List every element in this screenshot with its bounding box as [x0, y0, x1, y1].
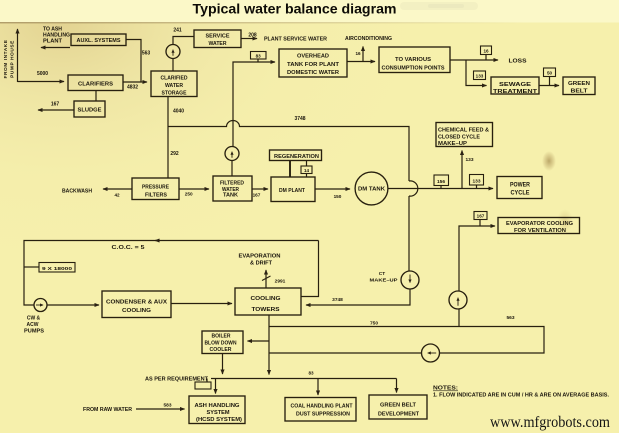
- svg-text:OVERHEAD: OVERHEAD: [297, 54, 329, 60]
- svg-text:FROM INTAKE: FROM INTAKE: [3, 39, 9, 78]
- svg-text:SEWAGE: SEWAGE: [499, 82, 532, 88]
- svg-text:3748: 3748: [332, 297, 343, 303]
- svg-text:BELT: BELT: [571, 89, 589, 95]
- svg-text:2991: 2991: [275, 279, 286, 285]
- svg-text:FILTERED: FILTERED: [220, 180, 244, 186]
- svg-text:REGENERATION: REGENERATION: [274, 154, 319, 160]
- svg-text:TO ASH: TO ASH: [43, 27, 62, 33]
- svg-text:COOLING: COOLING: [122, 308, 151, 314]
- svg-text:133: 133: [465, 157, 473, 163]
- svg-text:BOILER: BOILER: [212, 334, 231, 340]
- svg-text:208: 208: [248, 33, 257, 39]
- svg-text:PUMPS: PUMPS: [24, 329, 45, 335]
- svg-text:HANDLING: HANDLING: [43, 33, 70, 39]
- svg-text:9 X 18000: 9 X 18000: [42, 266, 73, 271]
- svg-text:BLOW DOWN: BLOW DOWN: [205, 341, 237, 347]
- svg-text:5000: 5000: [37, 71, 48, 77]
- svg-text:WATER: WATER: [165, 83, 183, 89]
- svg-text:ASH HANDLING: ASH HANDLING: [195, 403, 240, 409]
- svg-text:50: 50: [547, 71, 553, 76]
- svg-text:AIRCONDITIONING: AIRCONDITIONING: [345, 36, 392, 42]
- svg-text:SERVICE: SERVICE: [206, 34, 230, 40]
- svg-text:150: 150: [334, 194, 342, 199]
- svg-text:AUXL. SYSTEMS: AUXL. SYSTEMS: [77, 38, 121, 44]
- svg-text:AS PER REQUIREMENT: AS PER REQUIREMENT: [145, 377, 209, 383]
- svg-text:TANK FOR PLANT: TANK FOR PLANT: [287, 62, 340, 68]
- svg-text:TANK: TANK: [223, 193, 238, 199]
- svg-text:WATER: WATER: [209, 41, 227, 47]
- svg-text:CONDENSER & AUX: CONDENSER & AUX: [106, 300, 167, 306]
- svg-text:241: 241: [173, 28, 182, 34]
- svg-text:TOWERS: TOWERS: [252, 307, 280, 313]
- svg-text:TO VARIOUS: TO VARIOUS: [395, 57, 431, 63]
- svg-text:167: 167: [51, 102, 60, 108]
- svg-text:COAL HANDLING PLANT: COAL HANDLING PLANT: [291, 404, 354, 410]
- svg-text:DEVELOPMENT: DEVELOPMENT: [378, 411, 420, 417]
- svg-text:16: 16: [355, 51, 361, 56]
- svg-text:BACKWASH: BACKWASH: [62, 189, 92, 195]
- svg-text:EVAPORATOR COOLING: EVAPORATOR COOLING: [506, 221, 573, 227]
- svg-text:250: 250: [185, 192, 193, 197]
- svg-text:CLARIFIERS: CLARIFIERS: [78, 82, 113, 88]
- svg-text:COOLING: COOLING: [251, 296, 281, 302]
- svg-text:133: 133: [472, 179, 480, 185]
- svg-text:Typical water balance diagram: Typical water balance diagram: [193, 1, 397, 17]
- svg-text:83: 83: [308, 371, 314, 376]
- svg-text:DM TANK: DM TANK: [358, 187, 385, 193]
- svg-text:3748: 3748: [294, 116, 305, 122]
- svg-text:www.mfgrobots.com: www.mfgrobots.com: [490, 414, 610, 431]
- svg-text:SYSTEM: SYSTEM: [207, 410, 231, 416]
- svg-text:563: 563: [142, 51, 151, 57]
- svg-text:750: 750: [370, 321, 378, 327]
- svg-text:PLANT SERVICE WATER: PLANT SERVICE WATER: [264, 37, 327, 43]
- svg-text:LOSS: LOSS: [509, 59, 527, 65]
- svg-text:CYCLE: CYCLE: [511, 191, 530, 197]
- svg-text:167: 167: [253, 193, 261, 198]
- svg-text:PLANT: PLANT: [43, 39, 63, 45]
- svg-text:CT: CT: [379, 271, 385, 277]
- svg-text:ACW: ACW: [27, 322, 39, 328]
- svg-text:NOTES:: NOTES:: [433, 386, 458, 392]
- svg-text:FILTERS: FILTERS: [145, 193, 167, 199]
- svg-text:133: 133: [476, 74, 484, 79]
- svg-text:PUMP HOUSE: PUMP HOUSE: [10, 40, 16, 78]
- svg-text:& DRIFT: & DRIFT: [250, 261, 273, 267]
- svg-text:4040: 4040: [173, 109, 184, 115]
- svg-text:FROM RAW WATER: FROM RAW WATER: [83, 407, 132, 413]
- svg-text:CLARIFIED: CLARIFIED: [161, 76, 188, 82]
- svg-text:4832: 4832: [127, 85, 138, 91]
- svg-text:POWER: POWER: [510, 183, 531, 189]
- svg-text:DOMESTIC WATER: DOMESTIC WATER: [287, 70, 339, 76]
- svg-text:FOR VENTILATION: FOR VENTILATION: [514, 228, 566, 234]
- svg-text:14: 14: [304, 168, 310, 173]
- svg-text:PRESSURE: PRESSURE: [142, 185, 169, 191]
- svg-text:583: 583: [163, 403, 171, 409]
- svg-text:1. FLOW INDICATED ARE IN CUM /: 1. FLOW INDICATED ARE IN CUM / HR & ARE …: [433, 393, 610, 399]
- svg-text:CLOSED CYCLE: CLOSED CYCLE: [438, 135, 480, 141]
- svg-text:C.O.C. = 5: C.O.C. = 5: [112, 245, 145, 251]
- svg-text:167: 167: [477, 214, 485, 219]
- svg-text:292: 292: [170, 151, 179, 157]
- svg-text:MAKE–UP: MAKE–UP: [438, 141, 467, 147]
- svg-text:STORAGE: STORAGE: [162, 91, 187, 97]
- svg-text:563: 563: [506, 315, 514, 321]
- svg-text:MAKE–UP: MAKE–UP: [370, 278, 399, 284]
- svg-text:16: 16: [483, 49, 489, 54]
- svg-text:CONSUMPTION POINTS: CONSUMPTION POINTS: [382, 66, 445, 72]
- svg-text:COOLER: COOLER: [210, 347, 232, 353]
- svg-text:EVAPORATION: EVAPORATION: [239, 254, 281, 260]
- svg-text:GREEN: GREEN: [568, 81, 590, 87]
- svg-text:TREATMENT: TREATMENT: [493, 89, 538, 95]
- svg-text:DM PLANT: DM PLANT: [279, 188, 306, 194]
- svg-text:CW &: CW &: [27, 316, 41, 322]
- svg-text:42: 42: [114, 193, 120, 198]
- svg-text:CHEMICAL FEED &: CHEMICAL FEED &: [438, 128, 489, 134]
- svg-text:156: 156: [437, 179, 445, 185]
- svg-text:WATER: WATER: [222, 187, 239, 193]
- svg-text:DUST SUPPRESSION: DUST SUPPRESSION: [296, 412, 350, 418]
- svg-text:GREEN BELT: GREEN BELT: [380, 403, 417, 409]
- svg-text:83: 83: [256, 54, 262, 59]
- svg-text:(HCSD SYSTEM): (HCSD SYSTEM): [196, 417, 242, 423]
- svg-text:SLUDGE: SLUDGE: [78, 108, 102, 114]
